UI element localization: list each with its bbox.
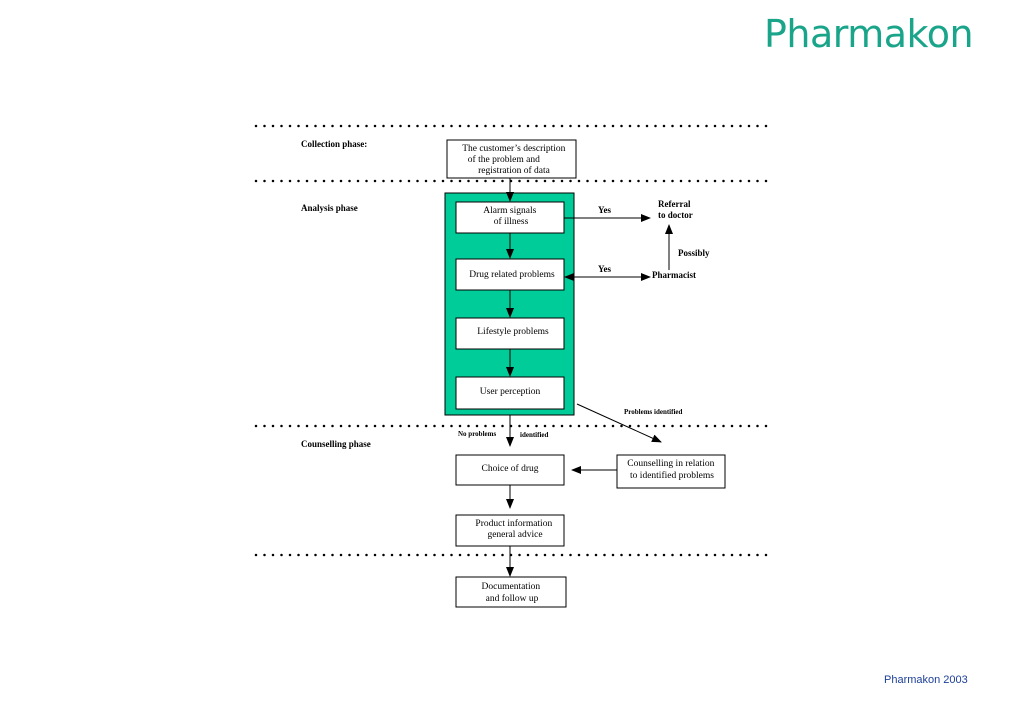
product-box-line-1: Product information	[475, 518, 552, 529]
lifestyle-problems-label: Lifestyle problems	[477, 326, 549, 337]
documentation-box-line-2: and follow up	[486, 593, 539, 604]
yes-label-alarm: Yes	[598, 205, 611, 215]
collection-phase-label: Collection phase:	[301, 139, 367, 149]
referral-label-line-1: Referral	[658, 199, 691, 209]
svg-text:Referral to doctor: Referral to doctor	[658, 199, 693, 220]
svg-text:Product information genera: Product information general advice	[475, 518, 554, 540]
alarm-signals-box	[455, 201, 565, 234]
customer-box-line-3: registration of data	[478, 165, 551, 176]
customer-description-box	[446, 139, 577, 179]
documentation-box-line-1: Documentation	[482, 582, 541, 592]
customer-box-line-2: of the problem and	[468, 154, 540, 165]
pharmacist-label: Pharmacist	[652, 270, 696, 280]
analysis-phase-label: Analysis phase	[301, 203, 358, 213]
svg-text:The customer’s description: The customer’s description of the proble…	[462, 144, 568, 176]
user-perception-label: User perception	[480, 387, 541, 397]
choice-of-drug-label: Choice of drug	[482, 463, 539, 474]
referral-label-line-2: to doctor	[658, 210, 693, 220]
footer-copyright: Pharmakon 2003	[884, 674, 968, 686]
customer-box-line-1: The customer’s description	[462, 144, 565, 154]
product-box-line-2: general advice	[487, 530, 542, 540]
yes-label-drug: Yes	[598, 264, 611, 274]
identified-label: identified	[520, 431, 548, 439]
svg-text:Counselling in relation to: Counselling in relation to identified pr…	[627, 459, 716, 481]
counselling-phase-label: Counselling phase	[301, 439, 371, 449]
drug-related-problems-label: Drug related problems	[469, 270, 555, 280]
possibly-label: Possibly	[678, 248, 710, 258]
alarm-box-line-2: of illness	[494, 216, 529, 227]
choice-of-drug-box	[455, 454, 565, 486]
pharmakon-logo: Pharmakon	[764, 12, 974, 56]
counselling-relation-box	[616, 454, 726, 489]
svg-text:Alarm signals of illness: Alarm signals of illness	[483, 206, 538, 227]
arrow-perception-to-counselling	[576, 403, 662, 443]
alarm-box-line-1: Alarm signals	[483, 206, 536, 216]
problems-identified-label: Problems identified	[624, 408, 683, 416]
svg-text:Documentation and follow u: Documentation and follow up	[482, 582, 543, 604]
user-perception-box	[455, 376, 565, 410]
counselling-box-line-2: to identified problems	[630, 470, 714, 481]
counselling-box-line-1: Counselling in relation	[627, 459, 714, 469]
no-problems-label: No problems	[458, 430, 496, 438]
documentation-box	[455, 576, 567, 608]
